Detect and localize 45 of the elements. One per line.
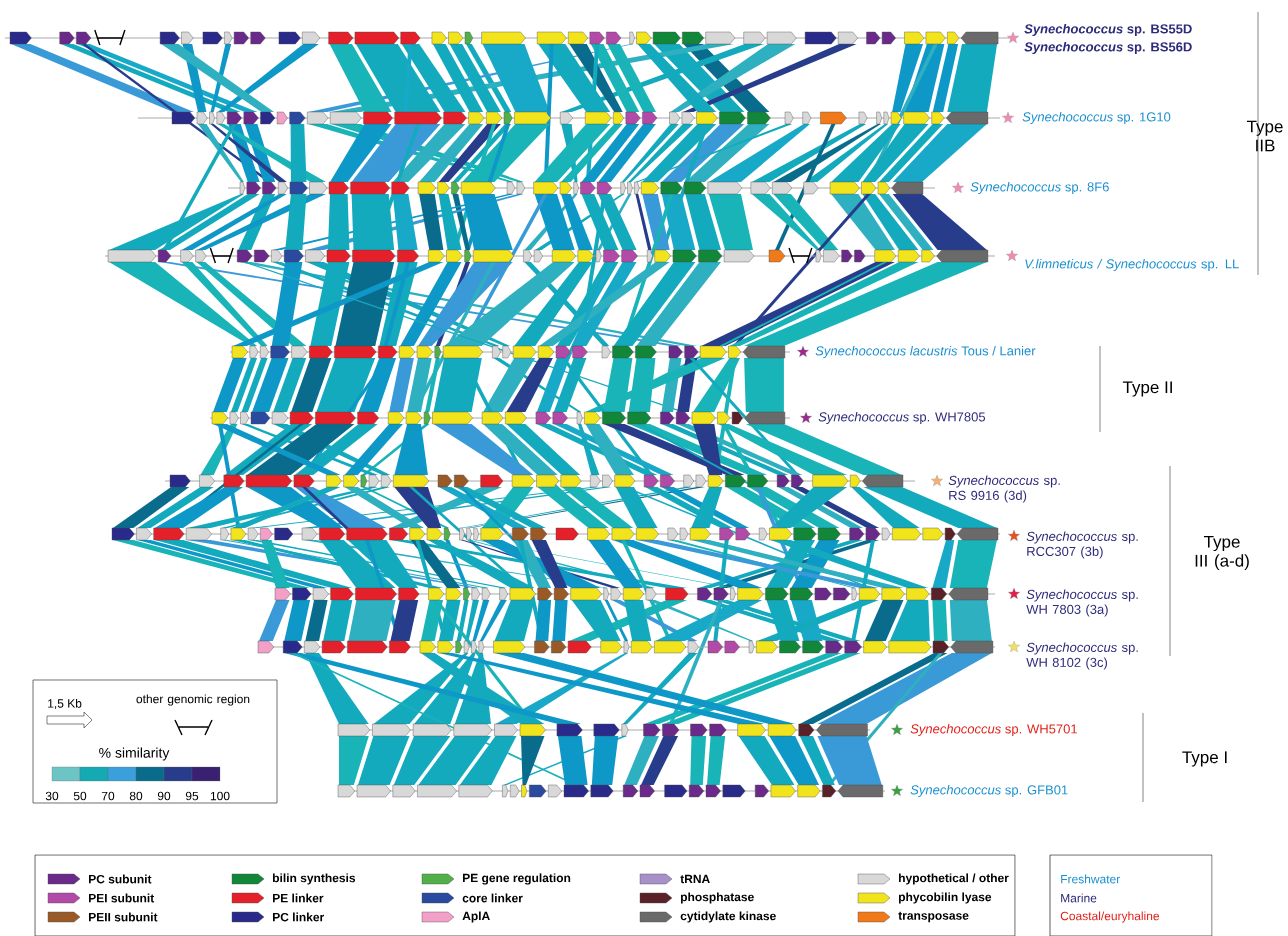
- strain-name: Synechococcus sp. BS55D: [1024, 23, 1192, 37]
- scale-number: 30: [45, 791, 59, 801]
- strain-name: Synechococcus sp. WH5701: [910, 723, 1077, 737]
- key-label: % similarity: [99, 747, 170, 761]
- type-label: Type III (a-d): [1195, 535, 1249, 571]
- key-label: other genomic region: [136, 694, 250, 706]
- scale-number: 95: [185, 791, 199, 801]
- legend-label: tRNA: [680, 874, 710, 884]
- legend-label: PEII subunit: [89, 912, 158, 922]
- strain-name: Synechococcus sp. WH 7803 (3a): [1026, 589, 1138, 617]
- legend-label: hypothetical / other: [899, 873, 1009, 885]
- legend-label: transposase: [898, 911, 969, 923]
- legend-label: PC linker: [273, 912, 325, 922]
- scale-number: 50: [73, 791, 87, 801]
- strain-name: Synechococcus sp. 1G10: [1022, 111, 1171, 125]
- type-label: Type IIB: [1246, 120, 1283, 152]
- scale-label: 1,5 Kb: [48, 698, 82, 710]
- strain-name: Synechococcus sp. WH7805: [818, 411, 986, 425]
- legend-label: phycobilin lyase: [899, 892, 992, 904]
- legend-label: core linker: [462, 893, 523, 903]
- legend-label: PE linker: [273, 893, 324, 903]
- scale-number: 80: [129, 791, 143, 801]
- scale-number: 90: [157, 791, 171, 801]
- scale-number: 70: [101, 791, 115, 801]
- type-label: Type I: [1182, 751, 1227, 767]
- strain-name: Synechococcus sp. RCC307 (3b): [1026, 531, 1138, 559]
- legend-label: PE gene regulation: [463, 873, 571, 885]
- legend-label: PEI subunit: [89, 893, 155, 903]
- legend-label: PC subunit: [89, 874, 152, 884]
- legend-label: phosphatase: [681, 892, 754, 904]
- strain-name: Synechococcus sp. GFB01: [910, 784, 1068, 798]
- strain-name: Synechococcus sp. BS56D: [1024, 41, 1192, 55]
- legend-label: cytidylate kinase: [680, 911, 776, 923]
- strain-name: Synechococcus sp. WH 8102 (3c): [1026, 642, 1138, 670]
- strain-name: Synechococcus lacustris Tous / Lanier: [815, 345, 1036, 359]
- legend-label: bilin synthesis: [273, 873, 356, 885]
- scale-number: 100: [210, 791, 230, 801]
- legend-label: Freshwater: [1061, 874, 1120, 884]
- strain-name: V.limneticus / Synechococcus sp. LL: [1025, 258, 1239, 272]
- type-label: Type II: [1122, 381, 1172, 397]
- legend-label: Marine: [1061, 893, 1097, 903]
- legend-label: AplA: [462, 911, 490, 923]
- strain-name: Synechococcus sp. 8F6: [970, 181, 1109, 195]
- strain-name: Synechococcus sp. RS 9916 (3d): [948, 475, 1060, 503]
- legend-label: Coastal/euryhaline: [1060, 911, 1160, 923]
